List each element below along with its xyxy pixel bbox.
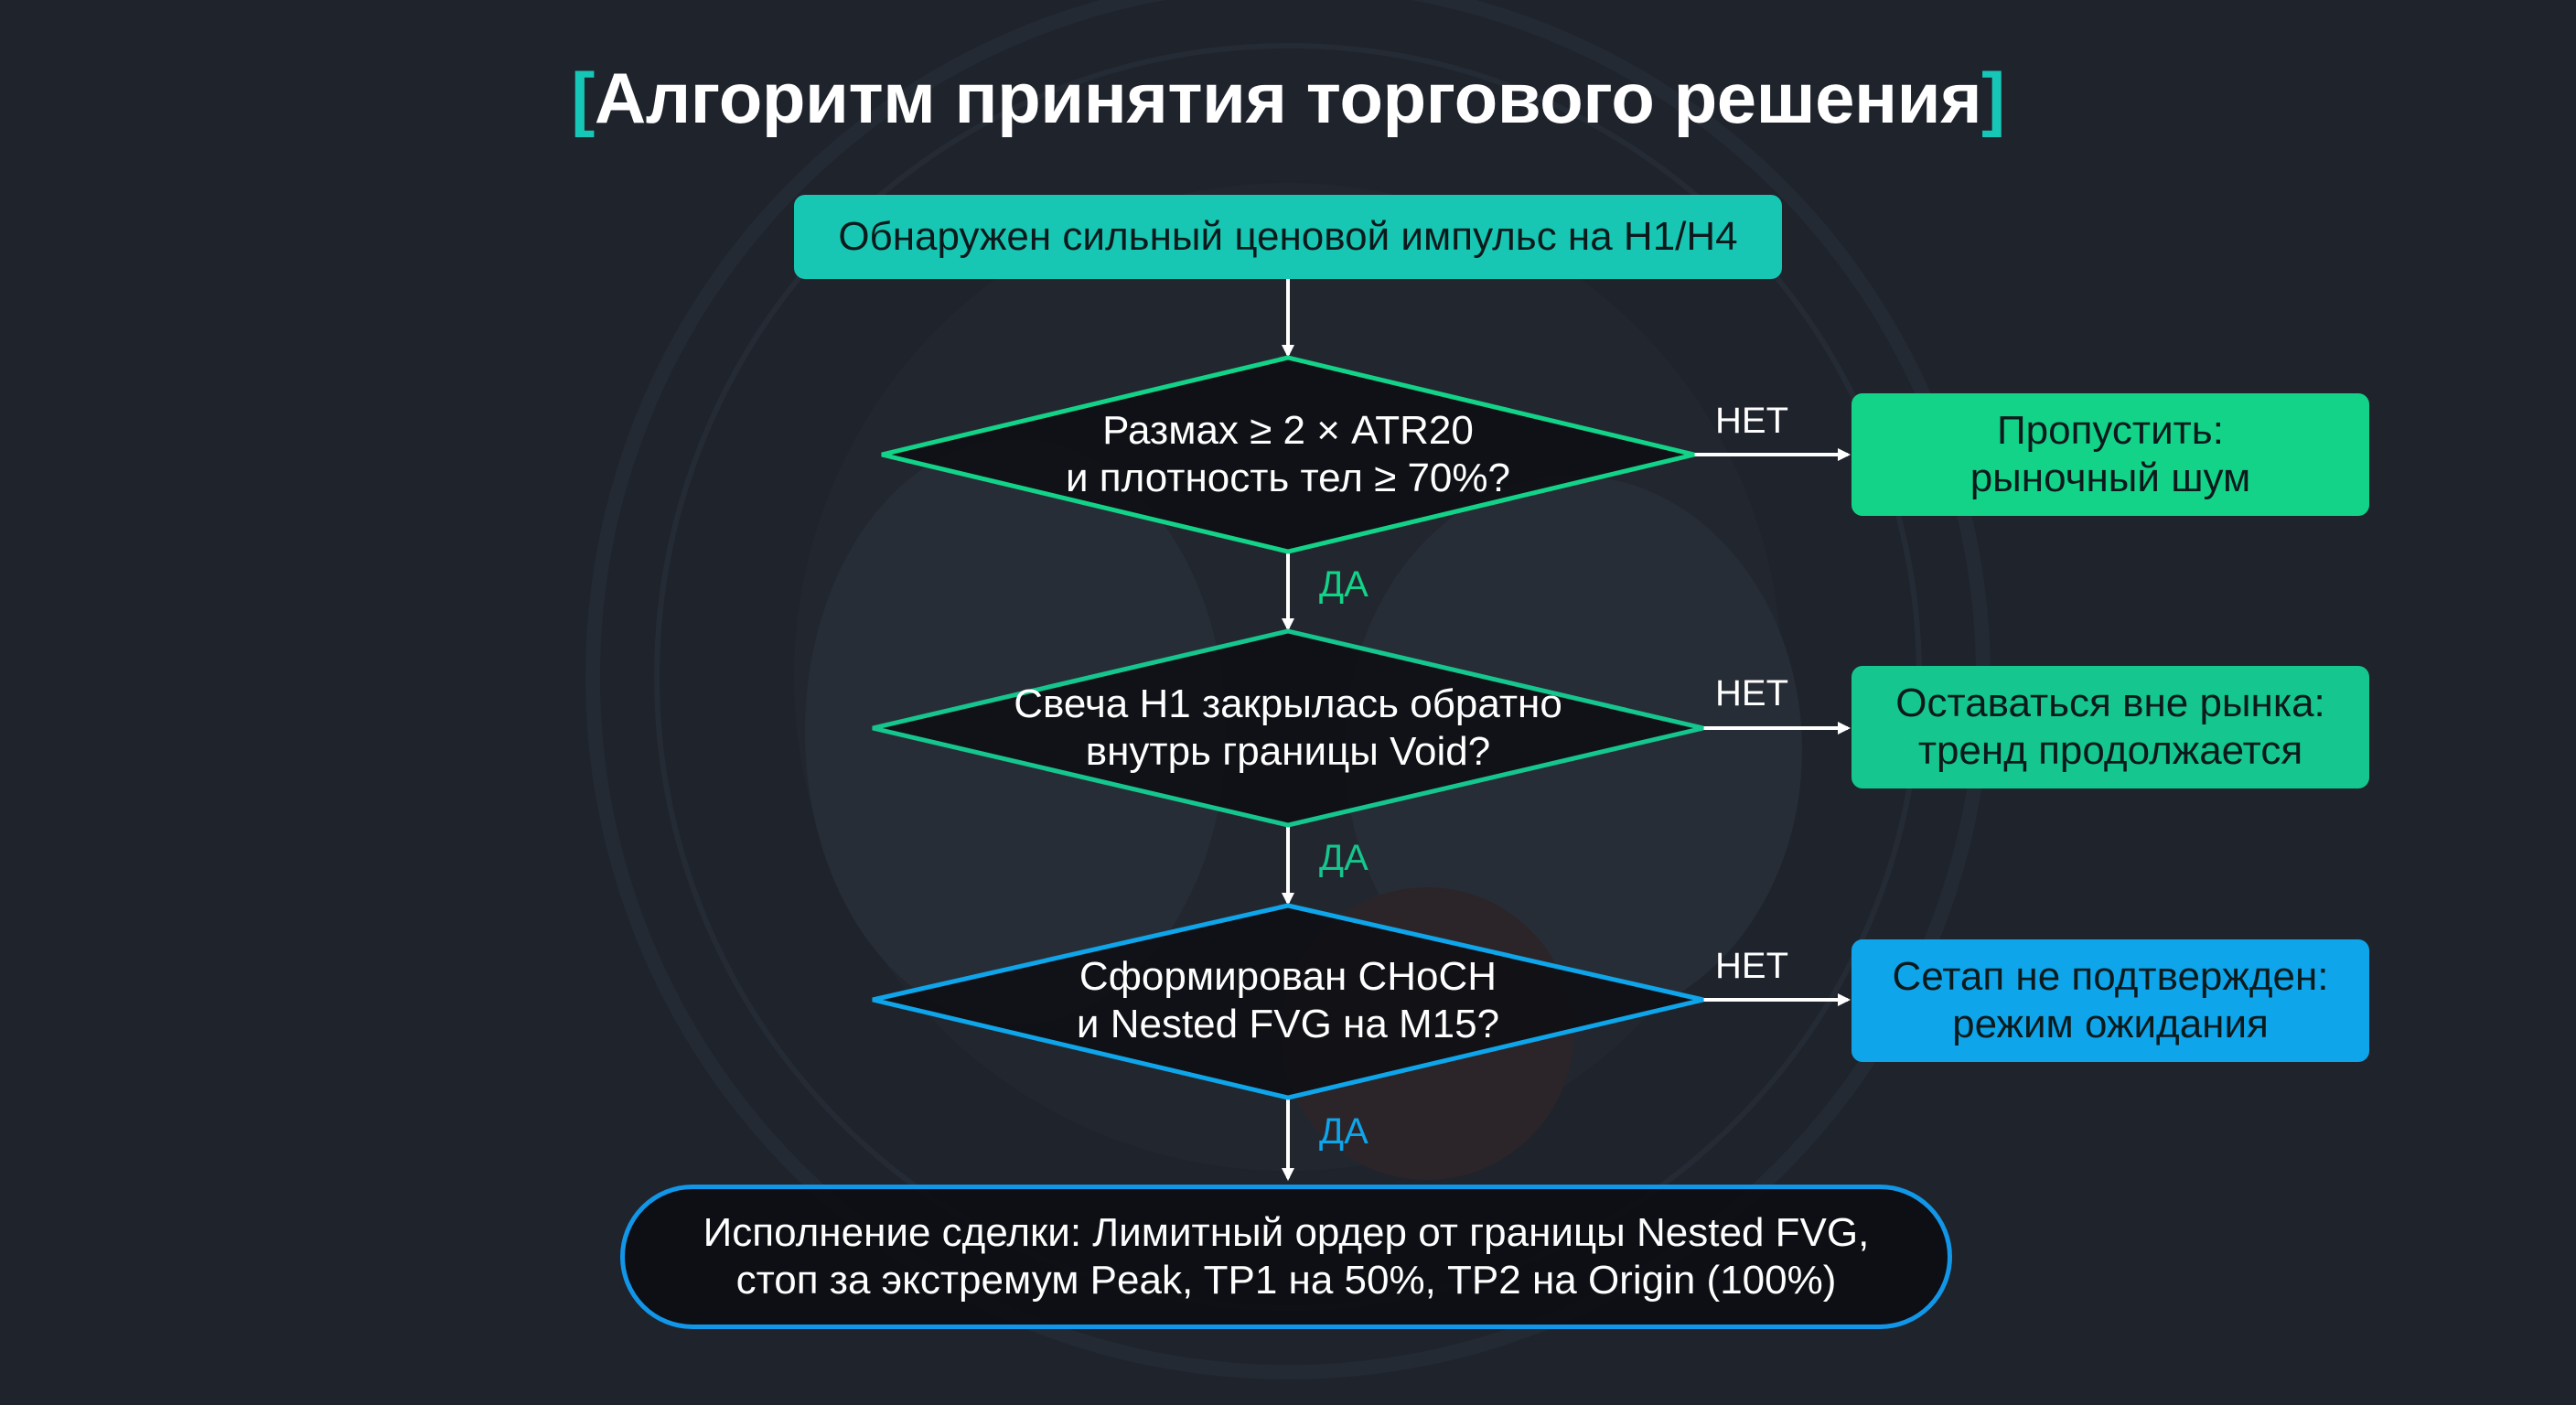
decision-1-question: Размах ≥ 2 × ATR20 и плотность тел ≥ 70%…	[1066, 408, 1510, 500]
decision-3-no-label: НЕТ	[1715, 946, 1788, 986]
title-text: Алгоритм принятия торгового решения	[594, 58, 1982, 138]
outcome-box-1: Пропустить: рыночный шум	[1852, 393, 2369, 516]
outcome-3-label: Сетап не подтвержден: режим ожидания	[1892, 954, 2329, 1046]
outcome-1-label: Пропустить: рыночный шум	[1970, 408, 2251, 500]
final-execution-box: Исполнение сделки: Лимитный ордер от гра…	[620, 1185, 1952, 1329]
decision-1-yes-label: ДА	[1319, 564, 1368, 605]
decision-diamond-3	[872, 903, 1704, 1100]
final-label: Исполнение сделки: Лимитный ордер от гра…	[703, 1210, 1870, 1303]
outcome-2-label: Оставаться вне рынка: тренд продолжается	[1895, 681, 2325, 773]
decision-diamond-1	[881, 355, 1695, 554]
decision-1-no-label: НЕТ	[1715, 401, 1788, 441]
decision-2-question: Свеча H1 закрылась обратно внутрь границ…	[1014, 681, 1562, 774]
decision-diamond-2	[872, 628, 1704, 828]
start-label: Обнаружен сильный ценовой импульс на H1/…	[838, 214, 1738, 259]
decision-2-no-label: НЕТ	[1715, 673, 1788, 713]
page-title: [Алгоритм принятия торгового решения]	[0, 57, 2576, 140]
title-open-bracket: [	[571, 58, 595, 138]
outcome-box-3: Сетап не подтвержден: режим ожидания	[1852, 939, 2369, 1062]
title-close-bracket: ]	[1981, 58, 2005, 138]
decision-2-yes-label: ДА	[1319, 838, 1368, 878]
outcome-box-2: Оставаться вне рынка: тренд продолжается	[1852, 666, 2369, 788]
decision-3-question: Сформирован CHoCH и Nested FVG на M15?	[1076, 954, 1500, 1046]
start-box: Обнаружен сильный ценовой импульс на H1/…	[794, 195, 1782, 279]
decision-3-yes-label: ДА	[1319, 1111, 1368, 1152]
